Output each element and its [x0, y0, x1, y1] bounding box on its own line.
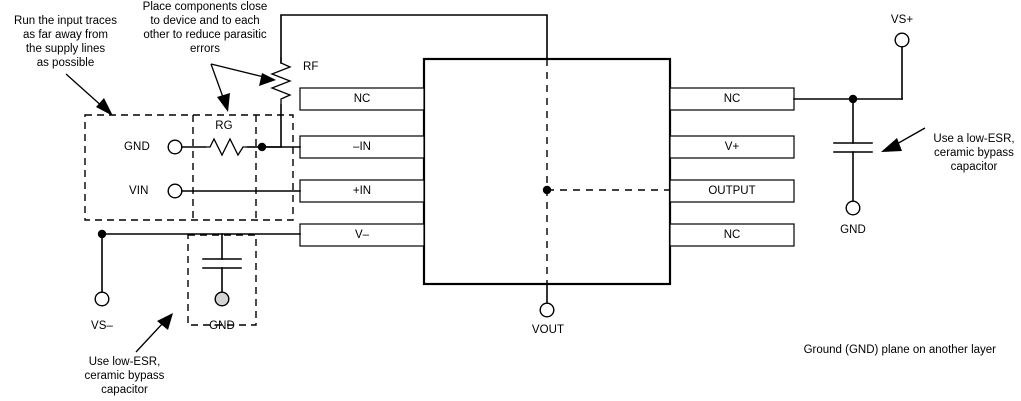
- pin-label-left-nc: NC: [353, 93, 371, 105]
- pinbox-left-nc: [299, 87, 425, 111]
- arrow-head-place-components-rg: [217, 93, 230, 112]
- rg-designator-label: RG: [215, 120, 233, 132]
- pin-label-right-vplus: V+: [724, 141, 740, 153]
- vs-plus-label: VS+: [890, 14, 914, 26]
- vs-minus-label: VS–: [90, 320, 114, 332]
- arrow-head-input-traces: [96, 98, 113, 116]
- pin-label-right-nc1: NC: [723, 93, 741, 105]
- rf-to-inverting-node-wire: [261, 104, 282, 148]
- gnd-terminal-right[interactable]: [845, 200, 861, 216]
- vout-label: VOUT: [531, 324, 565, 336]
- arrow-head-place-components-rf: [259, 73, 276, 86]
- pinbox-right-vplus: [669, 135, 795, 159]
- pin-label-right-nc2: NC: [723, 229, 741, 241]
- pin-label-left-vminus: V–: [354, 229, 370, 241]
- arrow-line-bypass-left: [135, 322, 164, 353]
- vin-terminal[interactable]: [167, 183, 183, 199]
- arrow-line-input-traces: [65, 73, 105, 109]
- arrow-line-place-components-rg: [210, 63, 225, 101]
- input-trace-dashed-region: [84, 114, 294, 221]
- rg-resistor-zigzag: [205, 137, 248, 157]
- pinbox-right-nc2: [669, 223, 795, 247]
- pin-label-right-output: OUTPUT: [708, 185, 756, 197]
- ic-center-junction-dot: [542, 185, 552, 195]
- pinbox-right-output: [669, 179, 795, 203]
- vout-terminal[interactable]: [539, 302, 555, 318]
- gnd-left-label: GND: [209, 320, 235, 332]
- pin-label-left-inverting: –IN: [353, 141, 371, 153]
- gnd-input-label: GND: [124, 141, 150, 153]
- gnd-terminal-left[interactable]: [214, 291, 230, 307]
- ic-body: [422, 57, 672, 286]
- rf-feedback-top-wire: [280, 14, 548, 64]
- arrow-head-bypass-left: [157, 313, 173, 330]
- arrow-line-bypass-right: [894, 127, 926, 146]
- note-ground-plane: Ground (GND) plane on another layer: [803, 344, 996, 356]
- gnd-input-terminal[interactable]: [167, 139, 183, 155]
- rf-resistor-zigzag: [270, 57, 292, 105]
- pin-label-left-noninverting: +IN: [352, 185, 372, 197]
- vs-plus-terminal[interactable]: [894, 32, 910, 48]
- vs-minus-terminal[interactable]: [94, 291, 110, 307]
- gnd-right-label: GND: [840, 224, 866, 236]
- vin-label: VIN: [129, 185, 149, 197]
- rf-designator-label: RF: [303, 61, 319, 73]
- arrow-line-place-components-rf: [210, 63, 265, 78]
- left-bypass-cap-dashed-region: [187, 234, 257, 326]
- pinbox-left-vminus: [299, 223, 425, 247]
- arrow-head-bypass-right: [881, 138, 902, 152]
